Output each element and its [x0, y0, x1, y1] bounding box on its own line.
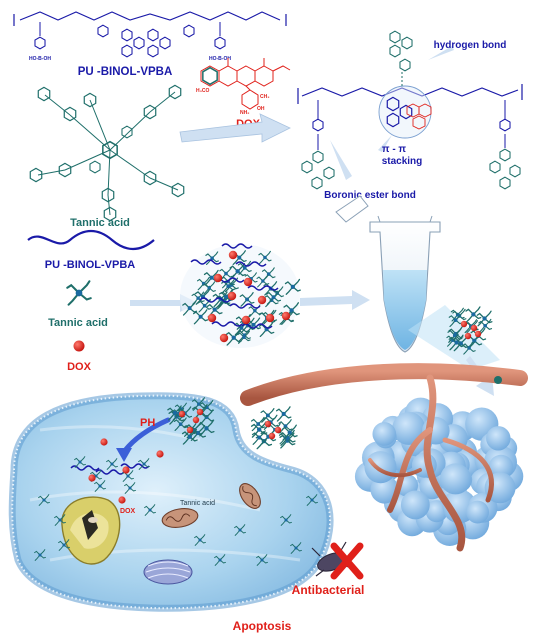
dox-dot: [186, 426, 194, 434]
svg-text:HO-B-OH: HO-B-OH: [209, 56, 231, 62]
polymer-strand: [235, 261, 267, 267]
dox-dot: [264, 420, 272, 428]
svg-text:OH: OH: [257, 106, 265, 112]
tannic-acid-molecule: [29, 84, 185, 222]
dox-dot: [474, 330, 482, 338]
polymer-complex: [297, 30, 523, 190]
dox-dot: [464, 332, 472, 340]
nucleus: [61, 496, 121, 565]
golgi-body: [143, 559, 193, 585]
dox-dot: [470, 324, 478, 332]
nanoparticle-aggregate: [180, 243, 301, 348]
polymer-strand: [190, 259, 222, 265]
to-tube-arrow: [300, 290, 370, 310]
legend-polymer-label: PU -BINOL-VPBA: [45, 259, 136, 271]
zoom-beam: [408, 305, 500, 370]
apoptosis-label: Apoptosis: [233, 619, 292, 633]
svg-text:HO-B-OH: HO-B-OH: [29, 56, 51, 62]
cell-dox-label: DOX: [120, 508, 136, 515]
svg-text:NH₂: NH₂: [240, 110, 249, 116]
polymer-strand: [211, 321, 243, 327]
mitochondrion-icon: [161, 508, 199, 528]
legend-polymer-line: [27, 229, 155, 251]
cross-icon: [330, 542, 364, 580]
tumor-cell: [440, 463, 472, 495]
dox-dot: [192, 416, 200, 424]
legend-dox-label: DOX: [67, 361, 92, 373]
dox-dot: [207, 313, 217, 323]
svg-text:H₃CO: H₃CO: [196, 88, 210, 94]
legend-dox-dot: [73, 340, 85, 352]
stacking-circle: [378, 85, 432, 139]
combine-arrow: [179, 113, 291, 143]
dox-dot: [274, 426, 282, 434]
dox-dot: [265, 313, 275, 323]
dox-dot: [219, 333, 229, 343]
dox-dot: [241, 315, 251, 325]
dox-dot: [228, 250, 238, 260]
dox-dot: [268, 432, 276, 440]
polymer-structure-top: HO-B-OH HO-B-OH: [13, 11, 287, 62]
single-nanoparticle: [446, 306, 493, 355]
tumor-cell: [372, 422, 397, 446]
dox-dot: [196, 408, 204, 416]
dox-dot: [100, 438, 108, 446]
dox-dot: [460, 320, 468, 328]
tumor-cell: [400, 490, 430, 520]
antibacterial-label: Antibacterial: [292, 583, 365, 597]
dox-dot: [118, 496, 126, 504]
polymer-strand: [199, 297, 231, 303]
tumor-cell: [425, 500, 448, 523]
pi-stacking-label-1: π - π: [382, 144, 407, 155]
svg-text:CH₃: CH₃: [260, 94, 270, 100]
dox-dot: [243, 277, 253, 287]
blood-vessel: [240, 363, 528, 552]
polymer-strand: [120, 463, 150, 469]
legend-tannic-icon: [66, 280, 92, 306]
dox-dot: [213, 273, 223, 283]
polymer-strand: [241, 323, 273, 329]
tumor-cell: [466, 500, 489, 524]
polymer-strand: [229, 303, 261, 309]
polymer-label-top: PU -BINOL-VPBA: [78, 66, 173, 78]
legend-tannic-label: Tannic acid: [48, 317, 108, 329]
tannic-star: [478, 318, 493, 333]
ph-label: PH: [140, 417, 155, 429]
hydrogen-bond-label: hydrogen bond: [434, 40, 507, 51]
tumor-cell: [486, 426, 511, 451]
dox-dot: [281, 311, 291, 321]
dox-dot: [257, 295, 267, 305]
polymer-strand: [221, 243, 253, 249]
tannic-label-top: Tannic acid: [70, 217, 130, 229]
dox-dot: [122, 466, 130, 474]
mitochondrion-icon-2: [239, 483, 261, 509]
dox-dot: [227, 291, 237, 301]
boronic-ester-label: Boronic ester bond: [324, 190, 416, 201]
cell-tannic-label: Tannic acid: [180, 500, 215, 507]
tumor-cell: [392, 411, 426, 445]
dox-dot: [88, 474, 96, 482]
cell-contents: [34, 397, 318, 566]
pi-stacking-label-2: stacking: [382, 156, 423, 167]
tumor-cell: [488, 454, 514, 480]
polymer-strand: [247, 285, 279, 291]
dox-dot: [178, 410, 186, 418]
dox-dot: [156, 450, 164, 458]
dox-molecule: H₃CO CH₃ NH₂ OH: [196, 58, 291, 116]
tannic-star: [275, 406, 292, 422]
tumor-cell: [364, 451, 397, 484]
